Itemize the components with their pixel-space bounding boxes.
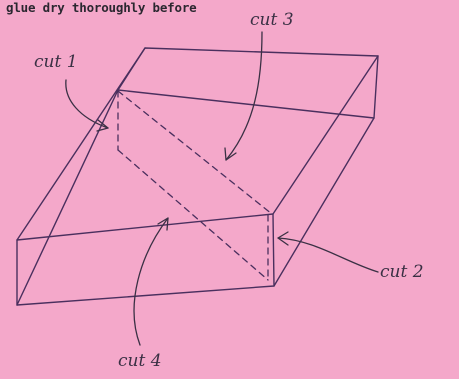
cut4-label: cut 4 (118, 351, 162, 371)
cut2-label: cut 2 (380, 262, 424, 282)
cut3-arrowhead (224, 147, 237, 161)
cut2-arrowhead (277, 231, 289, 246)
cut3-label: cut 3 (250, 10, 294, 30)
caption-text: glue dry thoroughly before (6, 0, 197, 15)
cut4-arrowhead (157, 217, 169, 231)
box-front-face (16, 213, 275, 306)
cut3-line (117, 90, 273, 215)
box-inner-back-corner (117, 47, 146, 91)
box-inner-back-edge (117, 89, 375, 119)
cut4-line (117, 149, 269, 281)
box-right-face (273, 55, 379, 287)
cut4-arrow (133, 217, 169, 346)
cut1-label: cut 1 (34, 52, 78, 72)
cut3-arrow (225, 31, 263, 161)
cut1-arrowhead (96, 119, 109, 132)
box-inner-left-edge (16, 89, 119, 306)
cut1-arrow (65, 79, 109, 129)
cut2-arrow (277, 237, 379, 273)
box-top-rim (16, 47, 379, 241)
